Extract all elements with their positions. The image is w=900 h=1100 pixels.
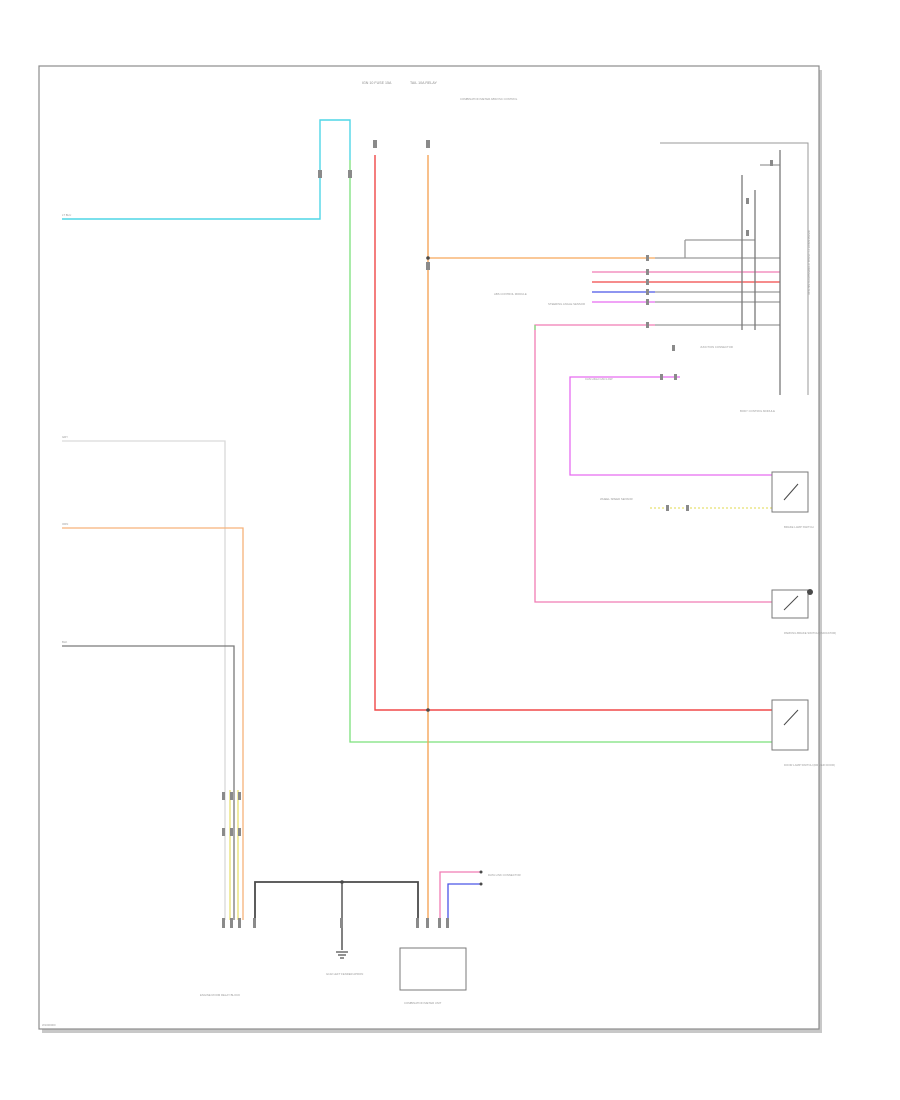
fuse-note-label: COMBINATION METER ABS/VSC CONTROL (460, 97, 518, 101)
left-wire-2-label: GRY (62, 435, 68, 439)
diagram-frame (38, 65, 822, 1033)
ground-symbol (336, 951, 348, 959)
left-dark-wire (62, 645, 235, 920)
ground-bus (254, 881, 419, 920)
top-mid-fuse-label: TAIL 10A RELAY (410, 81, 438, 85)
data-link-label: DATA LINK CONNECTOR (488, 873, 521, 877)
body-ecu-label: BODY CONTROL MODULE (740, 409, 775, 413)
can-label: CAN HIGH CAN LOW (585, 377, 613, 381)
footer-code: W1000000 (42, 1023, 56, 1027)
parking-brake-label: PARKING BRAKE SWITCH (INDICATOR) (784, 631, 836, 635)
green-wire (349, 160, 772, 743)
left-wire-4-label: BLK (62, 640, 67, 644)
assembly-label: ENGINE ROOM RELAY BLOCK (200, 993, 240, 997)
door-lamp-switch (771, 699, 809, 751)
top-left-fuse-label: IGN 10 FUSE 15A (362, 81, 392, 85)
wheel-speed-label: WHEEL SPEED SENSOR (600, 497, 633, 501)
steering-sensor-label: STEERING ANGLE SENSOR (548, 302, 585, 306)
magenta-wire (569, 376, 772, 476)
parking-brake-switch (771, 589, 813, 619)
cyan-wire (62, 119, 351, 220)
pin-markers (222, 140, 773, 928)
brake-switch-label: BRAKE LAMP SWITCH (784, 525, 814, 529)
brake-lamp-switch (771, 471, 809, 513)
ground-label: G102 LEFT FENDER APRON (326, 972, 363, 976)
door-switch-label: DOOR LAMP SWITCH (DRIVER DOOR) (784, 763, 835, 767)
labels: IGN 10 FUSE 15A TAIL 10A RELAY COMBINATI… (42, 81, 836, 1027)
combination-meter-unit (399, 947, 467, 991)
instrument-cluster-label: INSTRUMENT CLUSTER (COMBINATION METER) (807, 230, 811, 295)
abs-module-label: ABS CONTROL MODULE (494, 292, 527, 296)
instrument-cluster-bracket (660, 142, 809, 395)
pink-wire (534, 324, 772, 603)
left-orange-wire (62, 527, 244, 920)
left-wire-1-label: LT BLU (62, 213, 71, 217)
splice-dots (340, 256, 483, 886)
combination-meter-label: COMBINATION METER UNIT (404, 1001, 442, 1005)
left-gray-wire (62, 440, 226, 920)
wires (62, 119, 781, 950)
junction-label: JUNCTION CONNECTOR (700, 345, 733, 349)
red-wire (374, 155, 772, 711)
left-wire-3-label: ORN (62, 522, 68, 526)
